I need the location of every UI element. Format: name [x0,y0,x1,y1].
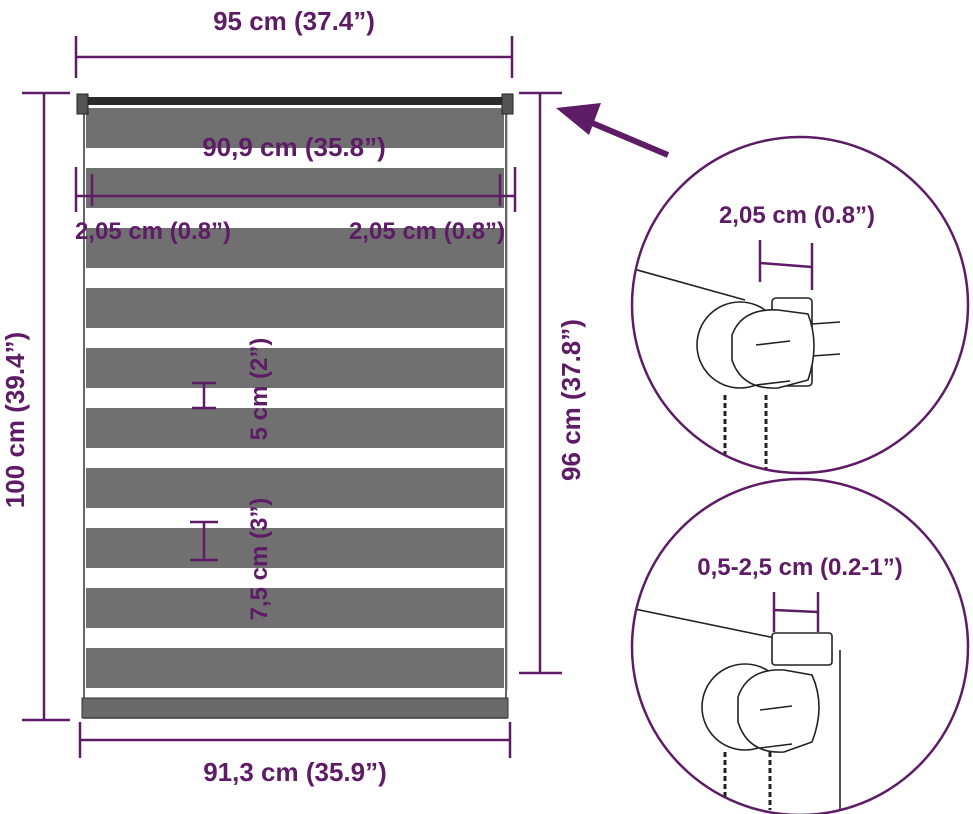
dimension-lines [22,36,562,758]
bracket-depth-label: 2,05 cm (0.8”) [719,202,875,229]
fabric-stripe [86,648,504,688]
fabric-stripe [86,168,504,208]
fabric-stripe [86,348,504,388]
total-height-label: 100 cm (39.4”) [0,332,30,508]
bracket-right [501,93,514,115]
bottom-width-label: 91,3 cm (35.9”) [203,757,387,787]
headrail [80,97,510,105]
fabric-height-label: 96 cm (37.8”) [556,319,586,481]
screw-2 [811,353,841,357]
fabric-stripe [86,408,504,448]
fabric-stripe [86,528,504,568]
bottom-rail [81,697,509,719]
fabric-stripe [86,288,504,328]
roller-blind [76,93,514,719]
blind-stripes [86,108,504,688]
left-offset-label: 2,05 cm (0.8”) [75,218,231,245]
clamp-range-label: 0,5-2,5 cm (0.2-1”) [697,554,902,581]
clamp [771,632,833,666]
stripe-large-label: 7,5 cm (3”) [246,498,273,621]
fabric-stripe [86,228,504,268]
bracket-detail-callout: 2,05 cm (0.8”) [630,135,970,475]
inner-width-label: 90,9 cm (35.8”) [202,132,386,162]
bracket-left [76,93,89,115]
fabric-stripe [86,468,504,508]
screw-1 [811,321,841,325]
right-offset-label: 2,05 cm (0.8”) [349,218,505,245]
clamp-detail-callout: 0,5-2,5 cm (0.2-1”) [630,477,970,814]
top-width-label: 95 cm (37.4”) [213,6,375,36]
frame-top-edge [632,607,776,639]
stripe-small-label: 5 cm (2”) [246,338,273,441]
roller-housing [731,309,815,389]
roller-housing [737,669,820,753]
fabric-stripe [86,588,504,628]
fabric-stripe [86,108,504,148]
wall-edge [632,267,746,301]
detail-pointer-arrow [556,103,670,158]
